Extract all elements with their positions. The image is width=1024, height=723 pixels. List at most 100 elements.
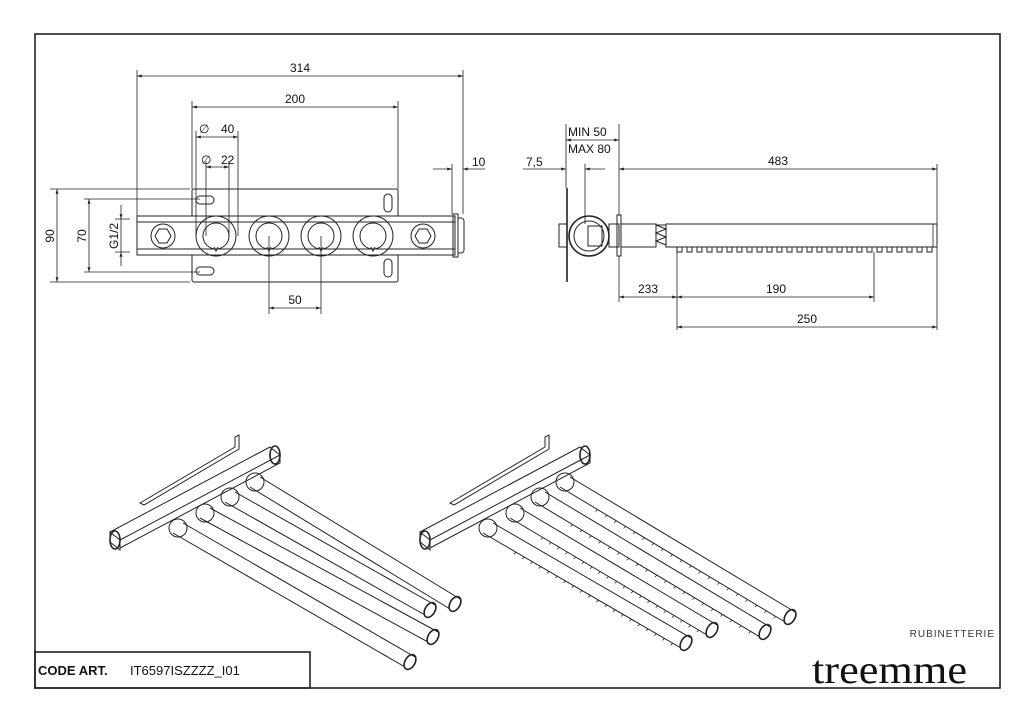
rack-tooth xyxy=(671,615,675,618)
rack-tooth xyxy=(513,551,517,555)
rack-tooth xyxy=(548,542,552,545)
dim-thread: G1/2 xyxy=(107,223,121,249)
hex-plug xyxy=(410,223,436,249)
rack-tooth xyxy=(635,563,639,567)
valve-outlet xyxy=(195,503,215,523)
rack-tooth xyxy=(596,599,599,603)
code-value: IT6597ISZZZZ_I01 xyxy=(130,663,240,678)
valve-outlet xyxy=(478,518,498,538)
valve-outlet xyxy=(352,215,394,257)
rack-tooth xyxy=(607,546,611,550)
pipe-edge xyxy=(519,507,718,626)
rack-tooth xyxy=(679,559,683,563)
rack-tooth xyxy=(613,520,617,524)
dim-min: MIN 50 xyxy=(568,125,607,139)
rack-tooth xyxy=(729,619,733,623)
manifold-bar xyxy=(109,446,281,552)
valve-outlet xyxy=(220,487,240,507)
rack-tooth xyxy=(688,565,692,569)
rack-tooth xyxy=(688,624,691,628)
slot-hole xyxy=(383,258,393,278)
rack-tooth xyxy=(654,574,658,578)
rack-tooth xyxy=(563,580,566,584)
rack-tooth xyxy=(606,576,609,579)
rack-tooth xyxy=(698,571,701,574)
rack-tooth xyxy=(604,604,608,608)
rack-pipe xyxy=(665,223,938,248)
front-view: 314 200 ∅ 40 ∅ 22 10 90 70 G1/2 50 xyxy=(43,61,486,314)
valve-outlet xyxy=(555,472,575,492)
rack-tooth xyxy=(614,581,617,584)
dim-pipe: 250 xyxy=(797,312,817,326)
pipe-end xyxy=(679,634,693,652)
rack-tooth xyxy=(617,552,620,555)
rack-tooth xyxy=(651,542,655,546)
rack-tooth xyxy=(670,554,673,557)
rack-tooth xyxy=(738,625,742,629)
rack-tooth xyxy=(540,537,544,540)
dim-inner-diameter: 22 xyxy=(221,153,235,167)
dim-height-holes: 70 xyxy=(75,229,89,243)
rack-tooth xyxy=(735,593,739,597)
rack-tooth xyxy=(581,561,585,565)
pipe-edge xyxy=(234,491,436,606)
rack-tooth xyxy=(639,595,642,599)
valve-outlet xyxy=(168,518,188,538)
rack-tooth xyxy=(662,638,665,641)
rack-tooth xyxy=(710,608,714,612)
rack-tooth xyxy=(629,618,632,622)
pipe-edge xyxy=(224,501,426,616)
pipe-edge xyxy=(182,522,416,658)
isometric-view-standard xyxy=(109,434,462,671)
rack-tooth xyxy=(623,526,626,529)
pipe-end xyxy=(783,608,797,626)
dim-spacing: 50 xyxy=(288,293,302,307)
pipe-edge xyxy=(199,517,429,643)
rack-tooth xyxy=(571,585,575,588)
drawing-frame xyxy=(34,33,1001,689)
rack-tooth xyxy=(598,571,601,574)
rack-tooth xyxy=(692,597,695,600)
rack-tooth xyxy=(745,599,748,602)
rack-tooth xyxy=(620,614,624,617)
rack-tooth xyxy=(754,604,758,608)
pipe-end xyxy=(758,623,772,641)
rack-tooth xyxy=(632,531,636,535)
rack-tooth xyxy=(670,642,674,646)
pipe-edge xyxy=(569,476,796,613)
rack-tooth xyxy=(653,633,657,636)
pipe-end xyxy=(705,621,719,639)
end-cap xyxy=(579,445,591,465)
end-cap xyxy=(419,530,431,550)
title-block xyxy=(34,651,311,689)
dim-plate-width: 200 xyxy=(285,92,305,106)
rack-tooth xyxy=(642,537,645,540)
code-label: CODE ART. xyxy=(38,663,108,678)
rack-tooth xyxy=(726,587,730,591)
pipe-edge xyxy=(209,507,439,633)
rack-tooth xyxy=(655,605,659,609)
rack-teeth xyxy=(676,246,937,253)
valve-outlet xyxy=(505,503,525,523)
logo-wordmark: treemme xyxy=(812,647,967,692)
dim-max: MAX 80 xyxy=(568,142,611,156)
pipe-edge xyxy=(259,476,461,600)
logo-subtitle: RUBINETTERIE xyxy=(910,629,995,640)
rack-tooth xyxy=(701,602,705,606)
rack-tooth xyxy=(570,524,573,527)
rack-tooth xyxy=(663,580,667,584)
isometric-view-rack xyxy=(419,434,797,652)
diameter-symbol: ∅ xyxy=(201,153,211,167)
rack-tooth xyxy=(588,535,592,539)
end-cap xyxy=(109,530,121,550)
rack-tooth xyxy=(565,551,568,555)
rack-tooth xyxy=(554,575,558,579)
dim-projection: 483 xyxy=(768,154,788,168)
rack-tooth xyxy=(707,576,711,580)
pipe-edge xyxy=(172,532,406,668)
pipe-end xyxy=(448,595,462,613)
rack-tooth xyxy=(660,548,664,552)
rack-tooth xyxy=(673,586,676,589)
pipe-edge xyxy=(249,486,451,610)
rack-tooth xyxy=(604,514,608,518)
